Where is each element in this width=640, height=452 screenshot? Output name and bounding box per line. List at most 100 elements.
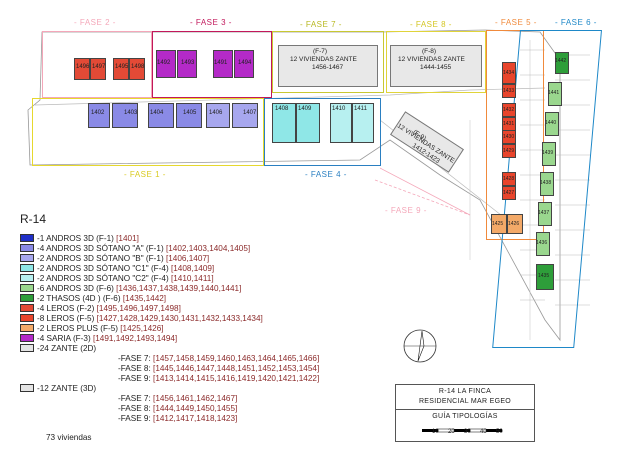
building-1406 (206, 103, 230, 128)
building-1409 (296, 103, 320, 143)
phase-9-label: - FASE 9 - (385, 206, 427, 215)
legend-sub-row: -FASE 9: [1412,1417,1418,1423] (118, 414, 237, 424)
lot-1403: 1403 (124, 110, 138, 116)
legend-label: -1 ANDROS 3D (F-1) (37, 234, 117, 243)
lot-1428: 1428 (503, 176, 515, 182)
lot-1406: 1406 (209, 110, 223, 116)
legend-swatch (20, 324, 34, 332)
legend-row: -24 ZANTE (2D) (20, 344, 96, 354)
legend-numbers: [1425,1426] (120, 324, 164, 333)
title-block: R-14 LA FINCA RESIDENCIAL MAR EGEO GUÍA … (395, 384, 535, 442)
legend-row: -2 THASOS (4D ) (F-6) [1435,1442] (20, 294, 166, 304)
lot-1440: 1440 (545, 120, 557, 126)
legend-swatch (20, 314, 34, 322)
lot-1430: 1430 (503, 134, 515, 140)
legend-numbers: [1436,1437,1438,1439,1440,1441] (116, 284, 242, 293)
legend-sub-label: -FASE 9: (118, 374, 154, 383)
north-arrow-icon (403, 329, 437, 363)
lot-1439: 1439 (542, 150, 554, 156)
building-1425 (491, 214, 507, 234)
building-1435 (536, 264, 554, 290)
building-1433 (502, 84, 516, 98)
legend-sub-numbers: [1457,1458,1459,1460,1463,1464,1465,1466… (153, 354, 320, 363)
zante-f7-subtitle: 12 VIVIENDAS ZANTE (290, 56, 357, 63)
lot-1437: 1437 (538, 210, 550, 216)
zante-f8-range: 1444-1455 (420, 64, 452, 71)
legend-swatch (20, 244, 34, 252)
legend-sub-numbers: [1444,1449,1450,1455] (153, 404, 238, 413)
building-1403 (112, 103, 138, 128)
legend-sub-row: -FASE 7: [1457,1458,1459,1460,1463,1464,… (118, 354, 319, 364)
legend-swatch (20, 264, 34, 272)
legend-swatch (20, 304, 34, 312)
legend-row: -2 ANDROS 3D SÓTANO "B" (F-1) [1406,1407… (20, 254, 209, 264)
lot-1493: 1493 (181, 60, 195, 66)
legend-label: -2 ANDROS 3D SÓTANO "C1" (F-4) (37, 264, 171, 273)
legend-label: -4 SARIA (F-3) (37, 334, 93, 343)
phase-5-label: - FASE 5 - (495, 18, 537, 27)
lot-1438: 1438 (540, 180, 552, 186)
legend-swatch (20, 344, 34, 352)
building-1402 (88, 103, 110, 128)
legend-row: -4 LEROS (F-2) [1495,1496,1497,1498] (20, 304, 181, 314)
legend-label: -8 LEROS (F-5) (37, 314, 97, 323)
legend-sub-numbers: [1445,1446,1447,1448,1451,1452,1453,1454… (153, 364, 320, 373)
legend-row: -4 SARIA (F-3) [1491,1492,1493,1494] (20, 334, 177, 344)
legend-sub-label: -FASE 8: (118, 404, 154, 413)
phase-8-box (386, 31, 486, 93)
lot-1497: 1497 (92, 64, 106, 70)
building-1426 (507, 214, 523, 234)
phase-3-box (152, 31, 272, 98)
legend-row: -2 ANDROS 3D SÓTANO "C1" (F-4) [1408,140… (20, 264, 214, 274)
legend-numbers: [1491,1492,1493,1494] (92, 334, 178, 343)
building-1495 (113, 58, 129, 80)
lot-1495: 1495 (115, 64, 129, 70)
lot-1408: 1408 (275, 106, 289, 112)
building-1437 (538, 202, 552, 226)
legend-numbers: [1408,1409] (170, 264, 215, 273)
building-1436 (536, 232, 550, 256)
building-1408 (272, 103, 296, 143)
lot-1407: 1407 (243, 110, 257, 116)
legend-label: -2 LEROS PLUS (F-5) (37, 324, 121, 333)
scale-tick-label: 20 (448, 429, 455, 435)
zante-f7-range: 1456-1467 (312, 64, 344, 71)
legend-numbers: [1406,1407] (165, 254, 210, 263)
legend-swatch (20, 334, 34, 342)
legend-numbers: [1427,1428,1429,1430,1431,1432,1433,1434… (96, 314, 263, 323)
legend-row: -12 ZANTE (3D) (20, 384, 96, 394)
scale-tick-label: 40 (480, 429, 487, 435)
zante-block-f7 (278, 45, 378, 87)
phase-4-label: - FASE 4 - (305, 170, 347, 179)
zante-block-f8 (390, 45, 482, 87)
lot-1409: 1409 (298, 106, 312, 112)
building-1494 (234, 50, 254, 78)
lot-1435: 1435 (538, 273, 550, 279)
building-1429 (502, 144, 516, 158)
phase-1-label: - FASE 1 - (124, 170, 166, 179)
phase-3-label: - FASE 3 - (190, 18, 232, 27)
legend-label: -2 ANDROS 3D SÓTANO "C2" (F-4) (37, 274, 171, 283)
legend-label: -4 ANDROS 3D SÓTANO "A" (F-1) (37, 244, 166, 253)
legend-sub-row: -FASE 9: [1413,1414,1415,1416,1419,1420,… (118, 374, 319, 384)
legend-numbers: [1495,1496,1497,1498] (96, 304, 181, 313)
legend-sub-row: -FASE 7: [1456,1461,1462,1467] (118, 394, 237, 404)
building-1440 (545, 112, 559, 136)
building-1432 (502, 103, 516, 117)
legend-swatch (20, 234, 34, 242)
legend-sub-numbers: [1456,1461,1462,1467] (153, 394, 238, 403)
lot-1491: 1491 (214, 60, 228, 66)
legend-label: -4 LEROS (F-2) (37, 304, 97, 313)
scale-tick-label: 50 (496, 429, 503, 435)
legend-row: -4 ANDROS 3D SÓTANO "A" (F-1) [1402,1403… (20, 244, 250, 254)
phase-4-box (264, 98, 381, 166)
title-line-2: RESIDENCIAL MAR EGEO (418, 398, 512, 405)
phase-1-box (32, 98, 264, 166)
lot-1441: 1441 (548, 90, 560, 96)
legend-numbers: [1435,1442] (122, 294, 167, 303)
legend-sub-row: -FASE 8: [1445,1446,1447,1448,1451,1452,… (118, 364, 319, 374)
title-line-1: R-14 LA FINCA (438, 388, 492, 395)
legend-sub-label: -FASE 7: (118, 354, 154, 363)
